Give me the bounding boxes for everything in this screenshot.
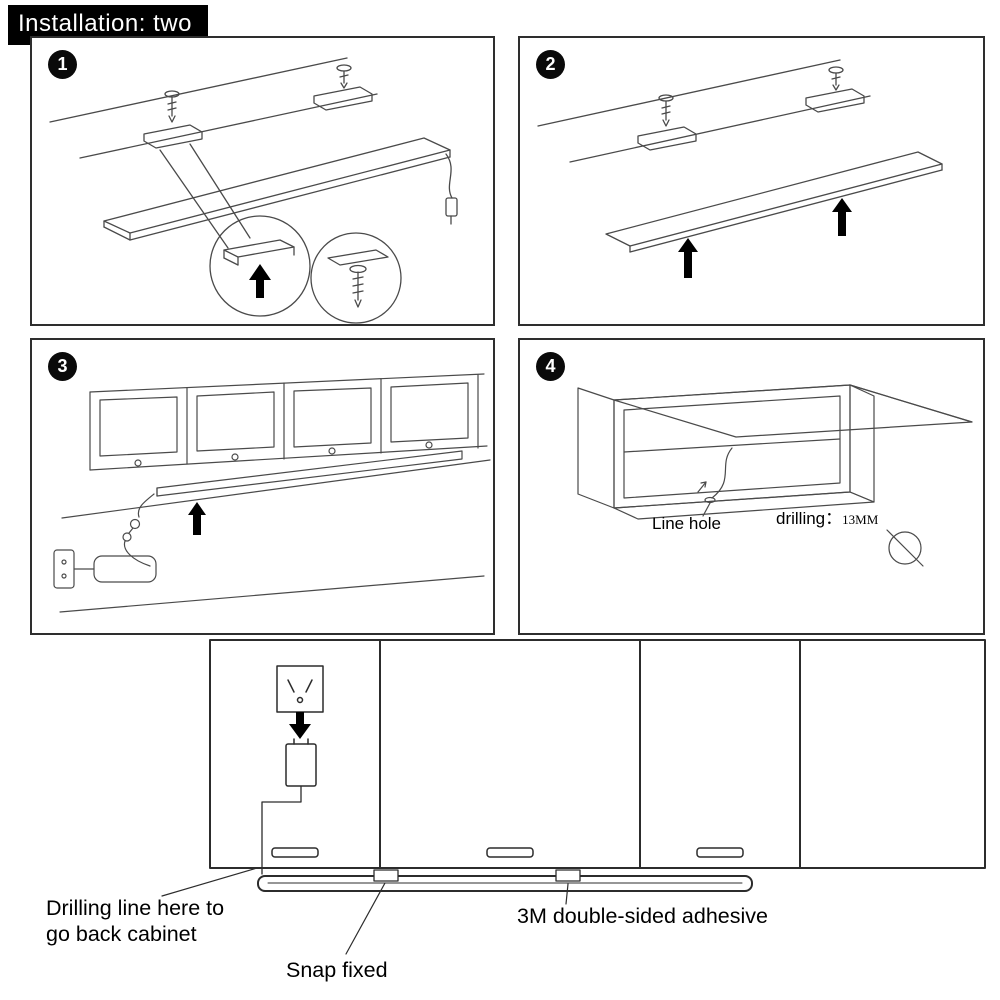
step2-drawing <box>537 59 943 278</box>
light-bar <box>257 875 753 892</box>
mounting-clip-right <box>805 88 865 113</box>
drill-diameter-icon <box>886 529 924 567</box>
step3-drawing <box>53 373 491 613</box>
drilling-line-label: Drilling line here to go back cabinet <box>46 896 225 947</box>
overview-drawing <box>161 639 986 955</box>
step3-panel: 3 <box>30 338 495 635</box>
light-bar <box>605 151 943 253</box>
step4-drawing <box>577 384 973 567</box>
dc-connector <box>122 493 155 567</box>
mounting-clip-left <box>637 126 697 151</box>
light-bar <box>103 137 451 241</box>
step4-number: 4 <box>536 352 565 381</box>
snap-fixed-label: Snap fixed <box>286 958 388 982</box>
step2-panel: 2 <box>518 36 985 326</box>
power-cable-connector <box>445 153 458 225</box>
step4-panel: 4 <box>518 338 985 635</box>
door-handles <box>271 847 744 858</box>
cabinet-doors <box>89 373 488 471</box>
snap-up-arrow-icon <box>249 264 271 298</box>
routing-wire <box>261 785 302 875</box>
magnifier-circle-screw <box>310 232 402 324</box>
cabinet-underside-lines <box>537 59 871 163</box>
plug-down-arrow-icon <box>289 712 311 739</box>
magnifier-leader-lines <box>159 143 251 249</box>
cabinet-underside-lines <box>49 57 378 159</box>
step2-number: 2 <box>536 50 565 79</box>
adhesive-label: 3M double-sided adhesive <box>517 904 768 928</box>
drilling-size-label: drilling：13MM <box>776 504 878 529</box>
wall-outlet <box>276 665 324 713</box>
wall-cabinet-box <box>577 384 875 520</box>
cabinet-front <box>209 639 986 869</box>
screw-icon-right <box>336 64 352 89</box>
underside-edge-line <box>59 459 491 613</box>
step1-drawing <box>49 57 458 324</box>
drill-size-text: 13MM <box>842 512 879 527</box>
screw-icon-right <box>828 66 844 91</box>
screw-icon-left <box>164 90 180 123</box>
magnifier-circle-clip <box>209 215 311 317</box>
light-bar-installed <box>156 450 463 497</box>
push-up-arrow <box>188 502 206 535</box>
step1-number: 1 <box>48 50 77 79</box>
wall-outlet <box>53 549 95 589</box>
line-hole-label: Line hole <box>652 514 722 533</box>
open-flip-door <box>613 384 973 438</box>
mounting-clip-right <box>313 86 373 111</box>
push-up-arrow-right <box>832 198 852 236</box>
snap-clips <box>373 869 581 882</box>
step1-panel: 1 <box>30 36 495 326</box>
power-adapter <box>285 738 317 787</box>
label-leader-lines <box>161 867 569 955</box>
cable-through-hole <box>697 447 733 517</box>
push-up-arrow-left <box>678 238 698 278</box>
mounting-clip-left <box>143 124 203 149</box>
screw-icon-left <box>658 94 674 127</box>
drilling-text: drilling： <box>776 509 843 528</box>
step3-number: 3 <box>48 352 77 381</box>
power-adapter <box>93 555 157 583</box>
